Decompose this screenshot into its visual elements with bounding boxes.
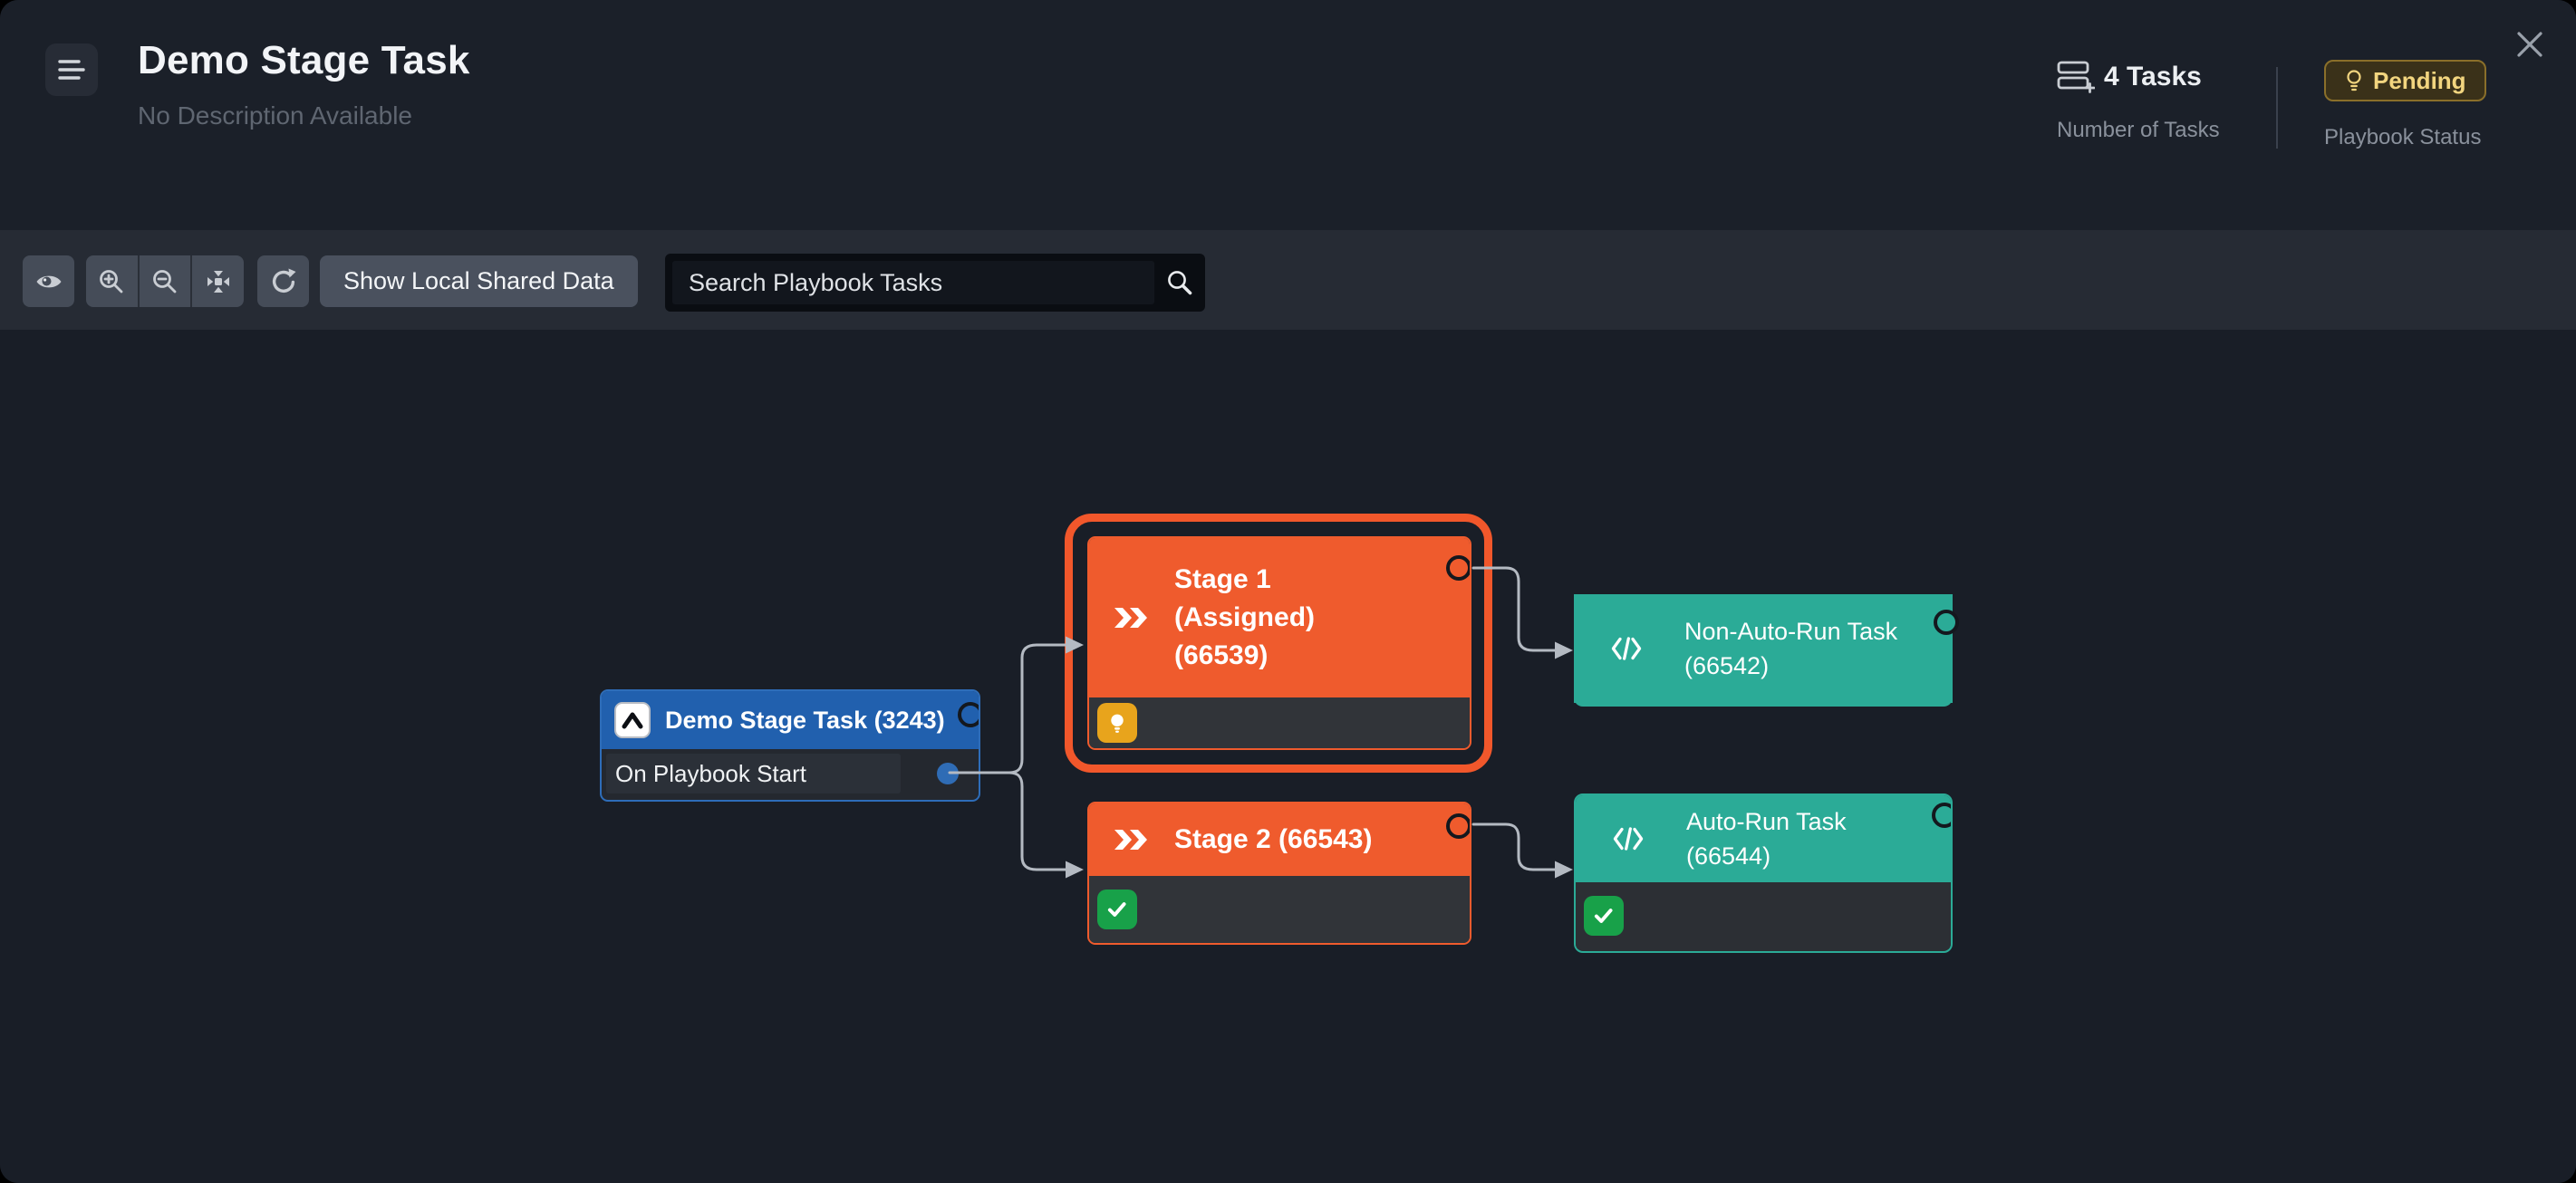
node-title: Auto-Run Task (66544) xyxy=(1686,804,1847,873)
completed-badge xyxy=(1584,896,1624,936)
zoom-out-icon xyxy=(151,268,178,295)
tasks-icon xyxy=(2057,60,2095,94)
search-box xyxy=(665,254,1205,312)
page-subtitle: No Description Available xyxy=(138,101,412,130)
pending-badge xyxy=(1097,703,1137,743)
header-divider xyxy=(2276,67,2278,149)
script-icon xyxy=(1612,826,1645,851)
stat-playbook-status: Pending Playbook Status xyxy=(2324,60,2486,150)
script-icon xyxy=(1610,636,1643,661)
node-non-auto-run-task-header: Non-Auto-Run Task (66542) xyxy=(1574,594,1953,703)
eye-icon xyxy=(34,271,63,293)
node-stage1[interactable]: Stage 1 (Assigned) (66539) xyxy=(1087,536,1471,750)
page-title: Demo Stage Task xyxy=(138,38,470,82)
node-title-line: Auto-Run Task xyxy=(1686,808,1847,835)
node-status-bar xyxy=(1576,882,1951,949)
node-title: Demo Stage Task (3243) xyxy=(665,706,945,734)
node-demo-stage-task-header: Demo Stage Task (3243) xyxy=(602,691,979,749)
status-badge: Pending xyxy=(2324,60,2486,101)
fit-view-button[interactable] xyxy=(190,255,244,307)
graph-toolbar: Show Local Shared Data xyxy=(0,230,2576,330)
zoom-button-group xyxy=(86,255,244,307)
node-title-line: (66544) xyxy=(1686,842,1771,870)
status-badge-text: Pending xyxy=(2373,66,2466,94)
output-port[interactable] xyxy=(1446,813,1470,839)
stage-icon xyxy=(1114,607,1151,629)
refresh-icon xyxy=(269,267,298,296)
node-stage1-header: Stage 1 (Assigned) (66539) xyxy=(1089,538,1470,697)
node-stage2[interactable]: Stage 2 (66543) xyxy=(1087,802,1471,945)
playbook-canvas[interactable] xyxy=(0,330,2576,1183)
output-port[interactable] xyxy=(1446,555,1470,581)
node-title: Stage 1 (Assigned) (66539) xyxy=(1174,561,1315,675)
condition-output-port[interactable] xyxy=(937,763,959,784)
node-non-auto-run-task[interactable]: Non-Auto-Run Task (66542) xyxy=(1574,594,1959,707)
output-port[interactable] xyxy=(958,702,979,727)
header: Demo Stage Task No Description Available… xyxy=(0,0,2576,230)
menu-button[interactable] xyxy=(45,43,98,96)
stat-number-of-tasks: 4 Tasks Number of Tasks xyxy=(2057,60,2220,143)
node-title: Stage 2 (66543) xyxy=(1174,824,1373,854)
refresh-button[interactable] xyxy=(257,255,309,307)
lightbulb-outline-icon xyxy=(2344,68,2364,93)
fit-view-icon xyxy=(205,268,232,295)
tasks-count: 4 Tasks xyxy=(2104,62,2202,91)
node-status-bar xyxy=(1089,697,1470,748)
search-icon xyxy=(1154,268,1205,297)
tasks-count-label: Number of Tasks xyxy=(2057,118,2220,142)
output-port[interactable] xyxy=(1934,610,1959,635)
completed-badge xyxy=(1097,890,1137,929)
node-title-line: Non-Auto-Run Task xyxy=(1684,618,1898,645)
zoom-out-button[interactable] xyxy=(137,255,191,307)
node-demo-stage-task[interactable]: Demo Stage Task (3243) On Playbook Start xyxy=(600,689,980,802)
node-title-line: (Assigned) xyxy=(1174,602,1316,632)
node-title-line: (66542) xyxy=(1684,652,1770,679)
node-title-line: Stage 1 xyxy=(1174,564,1271,594)
output-port[interactable] xyxy=(1932,803,1951,828)
condition-row: On Playbook Start xyxy=(602,749,979,798)
node-title-line: (66539) xyxy=(1174,640,1269,670)
show-local-shared-data-button[interactable]: Show Local Shared Data xyxy=(320,255,638,307)
status-label: Playbook Status xyxy=(2324,125,2482,149)
search-input[interactable] xyxy=(672,261,1154,304)
show-local-shared-data-label: Show Local Shared Data xyxy=(343,267,614,294)
condition-on-playbook-start[interactable]: On Playbook Start xyxy=(606,754,901,793)
node-title: Non-Auto-Run Task (66542) xyxy=(1684,614,1897,683)
close-button[interactable] xyxy=(2509,24,2551,65)
node-status-bar xyxy=(1089,876,1470,943)
node-auto-run-task-header: Auto-Run Task (66544) xyxy=(1576,795,1951,882)
node-stage2-header: Stage 2 (66543) xyxy=(1089,803,1470,876)
node-auto-run-task[interactable]: Auto-Run Task (66544) xyxy=(1574,793,1953,953)
zoom-in-icon xyxy=(98,268,125,295)
align-left-icon xyxy=(57,58,86,82)
playbook-icon xyxy=(614,702,651,738)
zoom-in-button[interactable] xyxy=(86,255,138,307)
stage-icon xyxy=(1114,829,1151,851)
close-icon xyxy=(2514,29,2545,60)
toggle-visibility-button[interactable] xyxy=(23,255,74,307)
